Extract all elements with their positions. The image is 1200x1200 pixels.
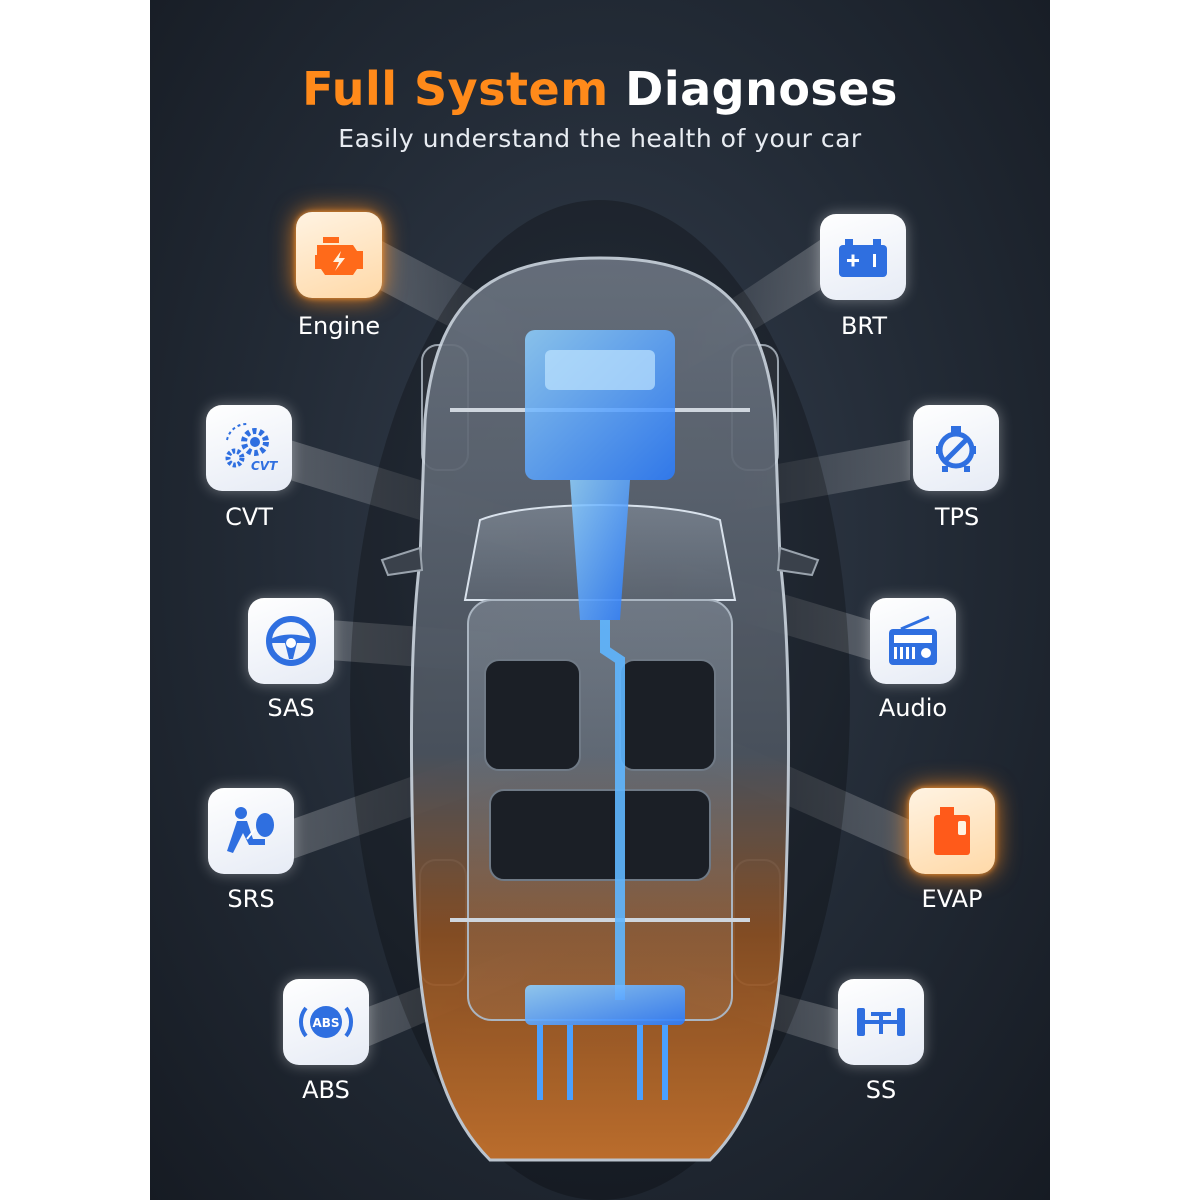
cvt-gear-icon: CVT <box>225 422 278 473</box>
suspension-axle-icon <box>857 1008 905 1036</box>
label-srs: SRS <box>227 885 275 913</box>
evap-tile <box>909 788 995 874</box>
ss-tile <box>838 979 924 1065</box>
tps-tile <box>913 405 999 491</box>
engine-tile <box>296 212 382 298</box>
airbag-icon <box>227 807 274 853</box>
car-cutaway-illustration <box>350 200 850 1200</box>
sas-tile <box>248 598 334 684</box>
label-engine: Engine <box>297 312 381 340</box>
steering-wheel-icon <box>266 616 316 666</box>
label-abs: ABS <box>302 1076 350 1104</box>
title-main: Diagnoses <box>625 62 898 116</box>
radio-icon <box>889 615 937 665</box>
brt-tile <box>820 214 906 300</box>
svg-text:CVT: CVT <box>251 459 278 473</box>
page-title: Full System Diagnoses <box>150 62 1050 116</box>
throttle-position-icon <box>936 426 976 472</box>
abs-tile: ABS <box>283 979 369 1065</box>
abs-icon: ABS <box>298 1006 354 1038</box>
cvt-tile: CVT <box>206 405 292 491</box>
label-cvt: CVT <box>225 503 273 531</box>
battery-icon <box>839 239 887 277</box>
label-evap: EVAP <box>921 885 983 913</box>
label-brt: BRT <box>840 312 888 340</box>
engine-icon <box>315 237 363 275</box>
svg-text:ABS: ABS <box>312 1016 339 1030</box>
label-ss: SS <box>865 1076 897 1104</box>
page-subtitle: Easily understand the health of your car <box>338 124 862 153</box>
label-audio: Audio <box>878 694 948 722</box>
fuel-canister-icon <box>934 807 970 855</box>
audio-tile <box>870 598 956 684</box>
title-accent: Full System <box>302 62 609 116</box>
label-sas: SAS <box>267 694 315 722</box>
label-tps: TPS <box>934 503 980 531</box>
poster-panel: Full System Diagnoses Easily understand … <box>150 0 1050 1200</box>
srs-tile <box>208 788 294 874</box>
